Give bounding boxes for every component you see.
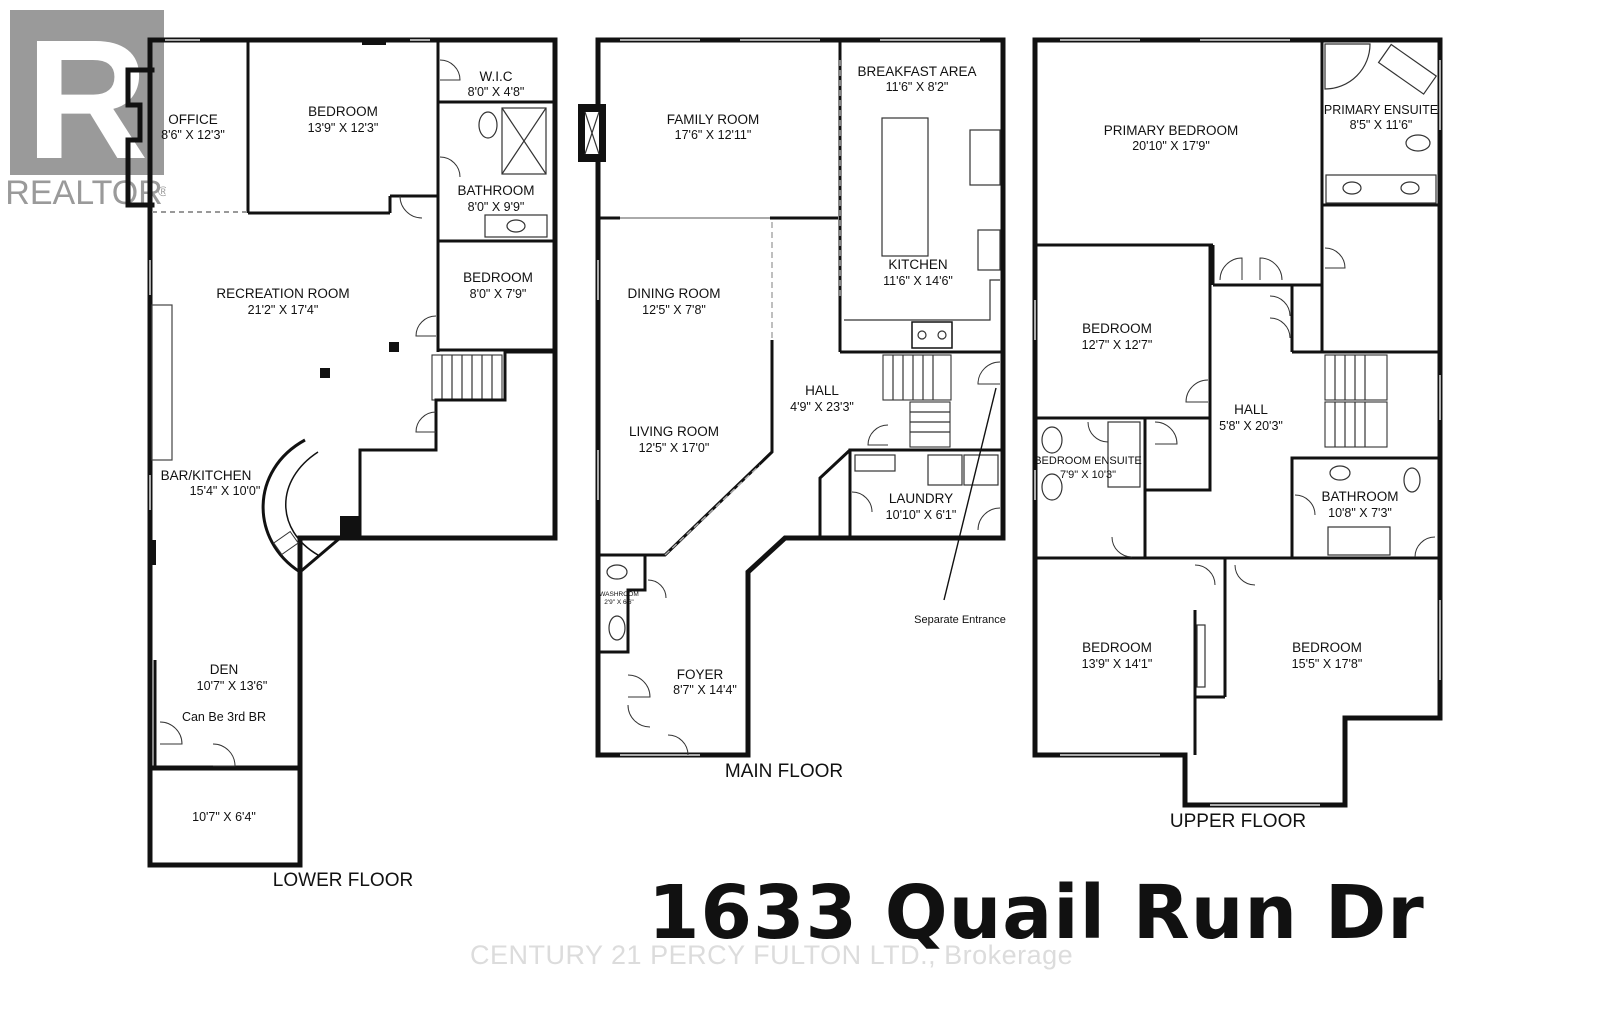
room-dims: 8'7" X 14'4" — [673, 683, 737, 697]
room-dims: 12'5" X 7'8" — [642, 303, 706, 317]
room-name: HALL — [1234, 402, 1268, 417]
room-name: BREAKFAST AREA — [857, 64, 976, 79]
room-dims: 5'8" X 20'3" — [1219, 419, 1283, 433]
upper-floor-labels: PRIMARY BEDROOM 20'10" X 17'9" PRIMARY E… — [1034, 103, 1438, 832]
room-name: BEDROOM — [1082, 321, 1152, 336]
room-name: PRIMARY ENSUITE — [1324, 103, 1438, 117]
room-name: WASHROOM — [599, 591, 638, 598]
separate-entrance-note: Separate Entrance — [914, 614, 1006, 626]
room-name: HALL — [805, 383, 839, 398]
room-name: BAR/KITCHEN — [161, 468, 252, 483]
room-dims: 8'0" X 4'8" — [468, 85, 525, 99]
room-dims: 8'5" X 11'6" — [1350, 118, 1413, 132]
room-name: OFFICE — [168, 112, 218, 127]
room-name: FAMILY ROOM — [667, 112, 760, 127]
lower-floor-plan — [125, 37, 558, 868]
room-dims: 12'5" X 17'0" — [639, 441, 710, 455]
main-floor-plan — [578, 37, 1006, 758]
room-dims: 8'0" X 9'9" — [468, 200, 525, 214]
property-address: 1633 Quail Run Dr — [648, 870, 1425, 956]
room-dims: 15'4" X 10'0" — [190, 484, 261, 498]
room-name: FOYER — [677, 667, 724, 682]
room-note: Can Be 3rd BR — [182, 710, 266, 724]
room-name: DEN — [210, 662, 239, 677]
room-name: BEDROOM ENSUITE — [1034, 455, 1142, 467]
room-name: W.I.C — [480, 69, 513, 84]
main-floor-labels: FAMILY ROOM 17'6" X 12'11" BREAKFAST ARE… — [599, 64, 1006, 782]
room-name: BATHROOM — [458, 183, 535, 198]
upper-floor-plan — [1032, 37, 1443, 808]
floor-title: MAIN FLOOR — [725, 761, 843, 782]
room-dims: 11'6" X 14'6" — [883, 274, 953, 288]
room-dims: 11'6" X 8'2" — [886, 80, 949, 94]
room-name: KITCHEN — [888, 257, 947, 272]
room-name: LAUNDRY — [889, 491, 953, 506]
room-dims: 10'8" X 7'3" — [1328, 506, 1392, 520]
room-name: PRIMARY BEDROOM — [1104, 123, 1239, 138]
room-name: BATHROOM — [1322, 489, 1399, 504]
room-name: BEDROOM — [1292, 640, 1362, 655]
room-dims: 4'9" X 23'3" — [790, 400, 854, 414]
svg-text:REALTOR: REALTOR — [8, 174, 163, 208]
room-dims: 12'7" X 12'7" — [1082, 338, 1153, 352]
room-name: BEDROOM — [308, 104, 378, 119]
floor-title: LOWER FLOOR — [273, 870, 413, 891]
room-name: LIVING ROOM — [629, 424, 719, 439]
room-dims: 21'2" X 17'4" — [248, 303, 319, 317]
room-dims: 10'7" X 13'6" — [197, 679, 268, 693]
room-dims: 20'10" X 17'9" — [1132, 139, 1210, 153]
room-name: BEDROOM — [463, 270, 533, 285]
room-name: DINING ROOM — [628, 286, 721, 301]
room-dims: 15'5" X 17'8" — [1292, 657, 1363, 671]
room-dims: 13'9" X 14'1" — [1082, 657, 1153, 671]
room-dims: 13'9" X 12'3" — [308, 121, 379, 135]
svg-text:®: ® — [158, 183, 166, 199]
room-dims: 2'9" X 6'6" — [604, 599, 634, 606]
room-dims: 17'6" X 12'11" — [675, 128, 752, 142]
room-dims: 8'6" X 12'3" — [161, 128, 225, 142]
room-dims: 10'7" X 6'4" — [192, 810, 256, 824]
room-name: BEDROOM — [1082, 640, 1152, 655]
room-dims: 7'9" X 10'3" — [1060, 469, 1116, 481]
room-dims: 8'0" X 7'9" — [470, 287, 527, 301]
lower-floor-labels: OFFICE 8'6" X 12'3" BEDROOM 13'9" X 12'3… — [161, 69, 535, 891]
room-name: RECREATION ROOM — [216, 286, 349, 301]
room-dims: 10'10" X 6'1" — [886, 508, 957, 522]
floor-title: UPPER FLOOR — [1170, 811, 1306, 832]
brokerage-watermark: CENTURY 21 PERCY FULTON LTD., Brokerage — [470, 940, 1074, 970]
